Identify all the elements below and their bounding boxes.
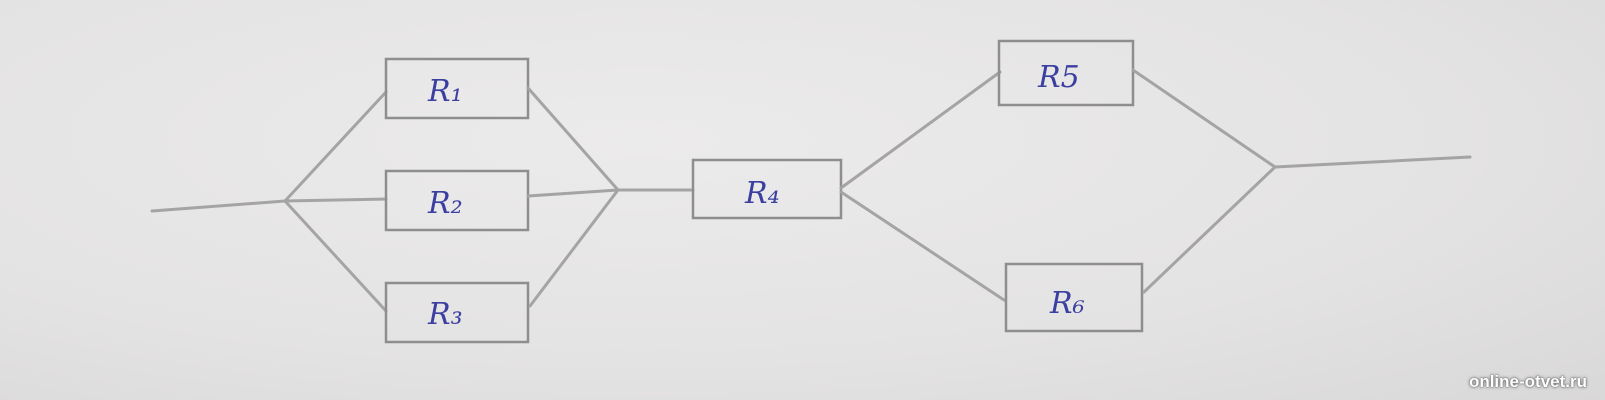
- resistor-r5-box: [997, 39, 1135, 107]
- resistor-r6-label: R₆: [1049, 286, 1085, 321]
- wire-r1-to-node: [526, 86, 620, 192]
- output-wire: [1273, 155, 1472, 169]
- wire-r5-to-node: [1131, 68, 1277, 169]
- resistor-r3-label: R₃: [427, 297, 463, 332]
- resistor-r2-box: [384, 169, 530, 232]
- watermark: online-otvet.ru: [1468, 372, 1587, 391]
- wire-node-to-r1: [283, 90, 388, 203]
- wire-r4-to-r6: [839, 190, 1006, 302]
- wire-r2-to-node: [526, 188, 620, 198]
- wire-r6-to-node: [1142, 165, 1277, 294]
- wire-node-to-r3: [283, 199, 388, 313]
- wire-r3-to-node: [528, 188, 620, 308]
- resistor-r3-box: [384, 281, 530, 344]
- input-wire: [150, 199, 287, 213]
- resistor-r1-label: R₁: [427, 74, 463, 109]
- resistor-r6-box: [1004, 262, 1144, 333]
- resistor-r2-label: R₂: [427, 186, 463, 221]
- wire-r4-to-r5: [839, 70, 1002, 190]
- wire-node-to-r2: [283, 197, 388, 203]
- resistor-r4-label: R₄: [744, 176, 780, 211]
- resistor-r5-label: R5: [1037, 60, 1080, 95]
